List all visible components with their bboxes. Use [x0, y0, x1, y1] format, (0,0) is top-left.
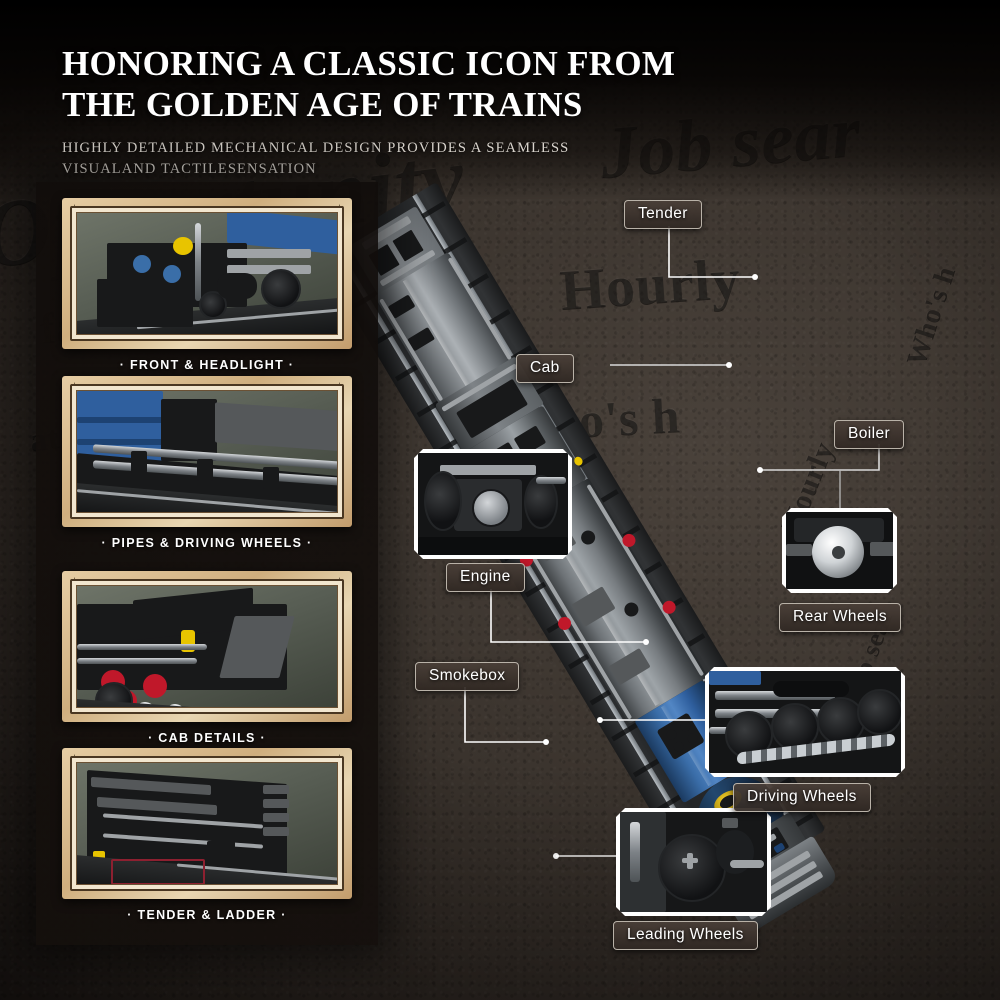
thumbnail-tender-ladder[interactable]: ✶ ✶ ✶ ✶	[62, 748, 352, 922]
subtitle-line-1: HIGHLY DETAILED MECHANICAL DESIGN PROVID…	[62, 140, 570, 157]
callout-tender[interactable]: Tender	[624, 200, 702, 229]
callout-label: Engine	[460, 568, 511, 585]
thumbnail-caption: · PIPES & DRIVING WHEELS ·	[101, 536, 313, 550]
thumbnail-front-headlight[interactable]: ✶ ✶ ✶ ✶	[62, 198, 352, 372]
photo-pipes-driving-wheels	[77, 391, 337, 512]
inset-photo-rear-wheel	[786, 512, 893, 589]
callout-label: Tender	[638, 205, 688, 222]
callout-smokebox[interactable]: Smokebox	[415, 662, 520, 691]
thumbnail-caption: · FRONT & HEADLIGHT ·	[119, 358, 295, 372]
inset-leading-wheels[interactable]	[616, 808, 771, 916]
thumbnail-pipes-driving-wheels[interactable]: ✶ ✶ ✶ ✶	[62, 376, 352, 550]
thumbnail-cab-details[interactable]: ✶ ✶ ✶ ✶	[62, 571, 352, 745]
callout-leading-wheels[interactable]: Leading Wheels	[613, 921, 758, 950]
inset-photo-driving-wheel-set	[709, 671, 901, 773]
callout-label: Driving Wheels	[747, 788, 857, 805]
headline-line-1: HONORING A CLASSIC ICON FROM	[62, 44, 676, 83]
inset-engine[interactable]	[414, 449, 572, 559]
callout-rear-wheels[interactable]: Rear Wheels	[779, 603, 901, 632]
header-block: HONORING A CLASSIC ICON FROM THE GOLDEN …	[62, 44, 682, 179]
subtitle-line-2: VISUALAND TACTILESENSATION	[62, 160, 317, 177]
inset-driving-wheels[interactable]	[705, 667, 905, 777]
vintage-frame: ✶ ✶ ✶ ✶	[62, 571, 352, 722]
callout-boiler[interactable]: Boiler	[834, 420, 905, 449]
inset-rear-wheels[interactable]	[782, 508, 897, 593]
page-subtitle: HIGHLY DETAILED MECHANICAL DESIGN PROVID…	[62, 138, 682, 179]
thumbnail-caption: · TENDER & LADDER ·	[127, 908, 287, 922]
headline-line-2: THE GOLDEN AGE OF TRAINS	[62, 84, 583, 124]
vintage-frame: ✶ ✶ ✶ ✶	[62, 748, 352, 899]
callout-cab[interactable]: Cab	[516, 354, 574, 383]
photo-cab-details	[77, 586, 337, 707]
callout-label: Smokebox	[429, 667, 506, 684]
page-title: HONORING A CLASSIC ICON FROM THE GOLDEN …	[62, 44, 682, 125]
photo-front-headlight	[77, 213, 337, 334]
callout-label: Cab	[530, 359, 560, 376]
callout-engine[interactable]: Engine	[446, 563, 525, 592]
thumbnail-caption: · CAB DETAILS ·	[148, 731, 266, 745]
callout-label: Leading Wheels	[627, 926, 744, 943]
inset-photo-leading-wheel	[620, 812, 767, 912]
photo-tender-ladder	[77, 763, 337, 884]
inset-photo-engine-cylinder	[418, 453, 568, 555]
detail-thumbnail-column: ✶ ✶ ✶ ✶	[36, 182, 378, 945]
callout-driving-wheels[interactable]: Driving Wheels	[733, 783, 871, 812]
header-backdrop-fade	[0, 0, 1000, 200]
vintage-frame: ✶ ✶ ✶ ✶	[62, 376, 352, 527]
vintage-frame: ✶ ✶ ✶ ✶	[62, 198, 352, 349]
callout-label: Boiler	[848, 425, 891, 442]
callout-label: Rear Wheels	[793, 608, 887, 625]
